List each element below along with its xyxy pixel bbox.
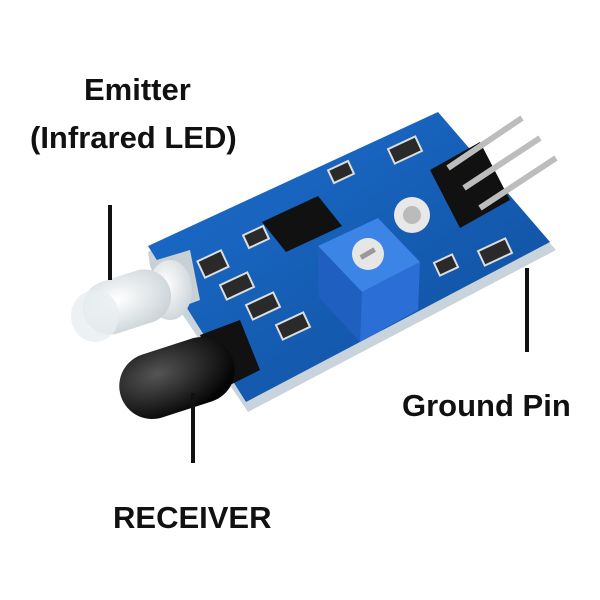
receiver-label: RECEIVER bbox=[113, 500, 272, 535]
ground-pin-label: Ground Pin bbox=[402, 388, 571, 423]
ir-receiver bbox=[119, 320, 260, 420]
emitter-label: Emitter bbox=[84, 72, 191, 107]
emitter-subtitle-label: (Infrared LED) bbox=[30, 120, 237, 155]
smd-components bbox=[196, 135, 514, 341]
ic-chip bbox=[262, 196, 342, 252]
potentiometer bbox=[318, 218, 420, 342]
header-pins bbox=[430, 115, 558, 228]
infrared-led bbox=[71, 250, 200, 342]
